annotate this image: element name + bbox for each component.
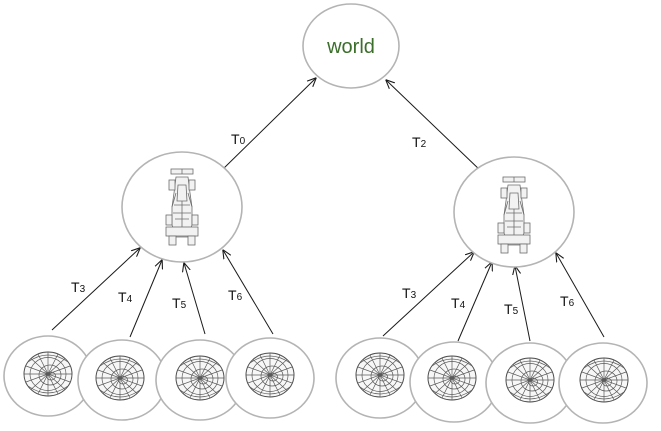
label-right-t3: T3 xyxy=(402,285,417,301)
wheel-node-right-2 xyxy=(409,341,499,423)
world-label: world xyxy=(326,36,375,58)
edge-right-t4 xyxy=(457,262,492,342)
car-node-left xyxy=(121,151,243,263)
edge-t0 xyxy=(221,78,316,171)
world-node: world xyxy=(302,3,400,89)
wheel-icon xyxy=(245,352,295,398)
edge-right-t6 xyxy=(556,253,605,338)
wheel-icon xyxy=(505,357,555,403)
edge-left-t3 xyxy=(51,248,140,331)
car-node-right xyxy=(453,156,575,268)
label-t2: T2 xyxy=(412,134,427,150)
wheel-icon xyxy=(427,355,477,401)
label-left-t5: T5 xyxy=(172,295,187,311)
wheel-icon xyxy=(23,351,73,397)
label-right-t5: T5 xyxy=(504,301,519,317)
edge-labels: T0 T2 T3 T4 T5 T6 T3 T4 T5 T6 xyxy=(71,131,575,317)
edges xyxy=(51,78,605,342)
label-left-t6: T6 xyxy=(228,287,243,303)
wheel-icon xyxy=(175,355,225,401)
edge-t2 xyxy=(386,80,483,173)
edge-right-t5 xyxy=(515,266,531,342)
wheel-icon xyxy=(579,357,629,403)
label-right-t6: T6 xyxy=(560,293,575,309)
wheel-node-right-4 xyxy=(558,342,648,424)
label-right-t4: T4 xyxy=(451,295,466,311)
wheel-node-left-4 xyxy=(225,337,315,419)
wheel-node-left-2 xyxy=(77,339,167,421)
label-left-t4: T4 xyxy=(118,289,133,305)
wheel-icon xyxy=(355,352,405,398)
label-left-t3: T3 xyxy=(71,279,86,295)
wheel-icon xyxy=(95,355,145,401)
edge-left-t5 xyxy=(184,263,206,335)
label-t0: T0 xyxy=(231,131,246,147)
edge-left-t4 xyxy=(129,260,162,338)
edge-left-t6 xyxy=(223,250,274,335)
edge-right-t3 xyxy=(382,252,474,337)
